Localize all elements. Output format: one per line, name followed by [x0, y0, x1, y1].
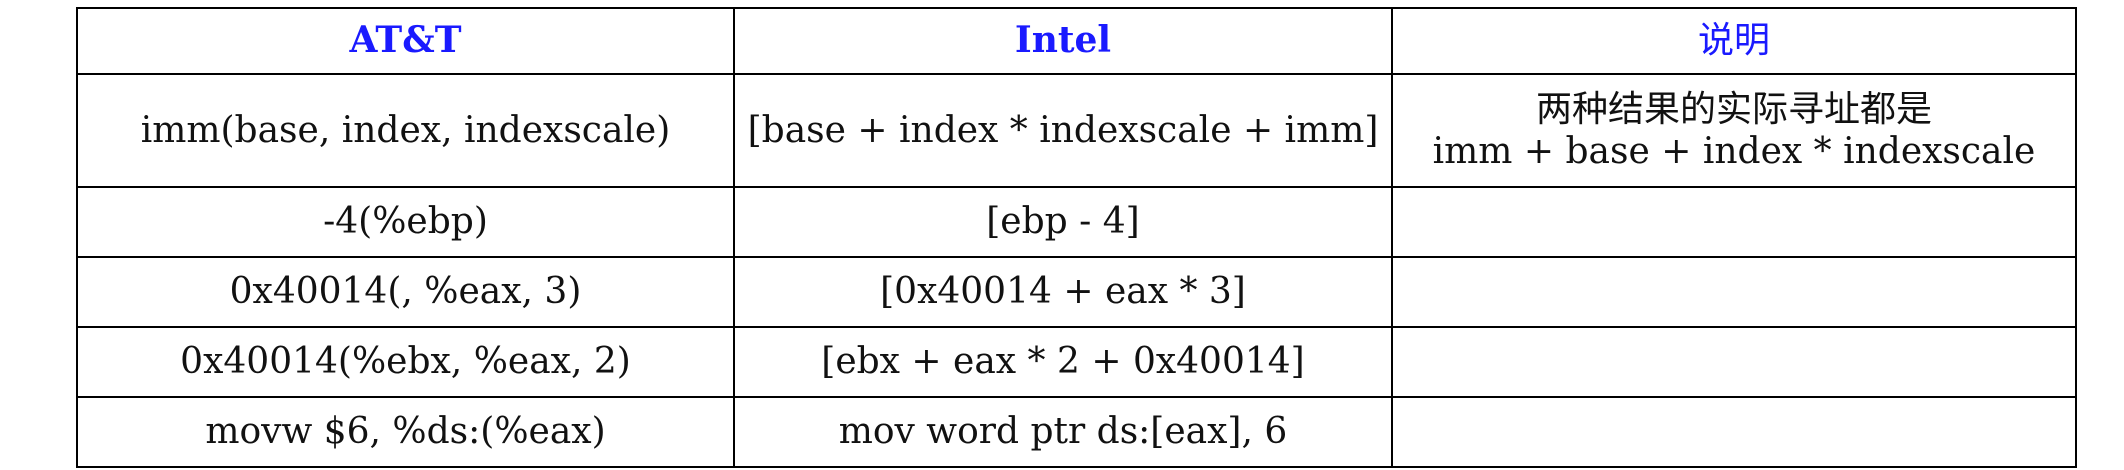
table-row: 0x40014(%ebx, %eax, 2) [ebx + eax * 2 + … — [76, 326, 2077, 398]
att-syntax-cell: movw $6, %ds:(%eax) — [76, 396, 735, 468]
note-cell — [1391, 326, 2077, 398]
intel-syntax-cell: [ebp - 4] — [733, 186, 1393, 258]
note-cell — [1391, 256, 2077, 328]
table-row: movw $6, %ds:(%eax) mov word ptr ds:[eax… — [76, 396, 2077, 468]
syntax-comparison-table: AT&T Intel 说明 imm(base, index, indexscal… — [76, 7, 2077, 468]
note-line: imm + base + index * indexscale — [1432, 130, 2036, 172]
table-row: 0x40014(, %eax, 3) [0x40014 + eax * 3] — [76, 256, 2077, 328]
att-syntax-cell: 0x40014(%ebx, %eax, 2) — [76, 326, 735, 398]
note-cell — [1391, 186, 2077, 258]
att-syntax-cell: imm(base, index, indexscale) — [76, 73, 735, 188]
table-row: imm(base, index, indexscale) [base + ind… — [76, 73, 2077, 188]
header-row: AT&T Intel 说明 — [76, 7, 2077, 75]
att-syntax-cell: 0x40014(, %eax, 3) — [76, 256, 735, 328]
note-line: 两种结果的实际寻址都是 — [1535, 89, 1932, 131]
table-row: -4(%ebp) [ebp - 4] — [76, 186, 2077, 258]
intel-syntax-cell: mov word ptr ds:[eax], 6 — [733, 396, 1393, 468]
header-intel: Intel — [733, 7, 1393, 75]
intel-syntax-cell: [base + index * indexscale + imm] — [733, 73, 1393, 188]
note-cell — [1391, 396, 2077, 468]
header-note: 说明 — [1391, 7, 2077, 75]
note-cell: 两种结果的实际寻址都是 imm + base + index * indexsc… — [1391, 73, 2077, 188]
att-syntax-cell: -4(%ebp) — [76, 186, 735, 258]
intel-syntax-cell: [0x40014 + eax * 3] — [733, 256, 1393, 328]
header-att: AT&T — [76, 7, 735, 75]
intel-syntax-cell: [ebx + eax * 2 + 0x40014] — [733, 326, 1393, 398]
